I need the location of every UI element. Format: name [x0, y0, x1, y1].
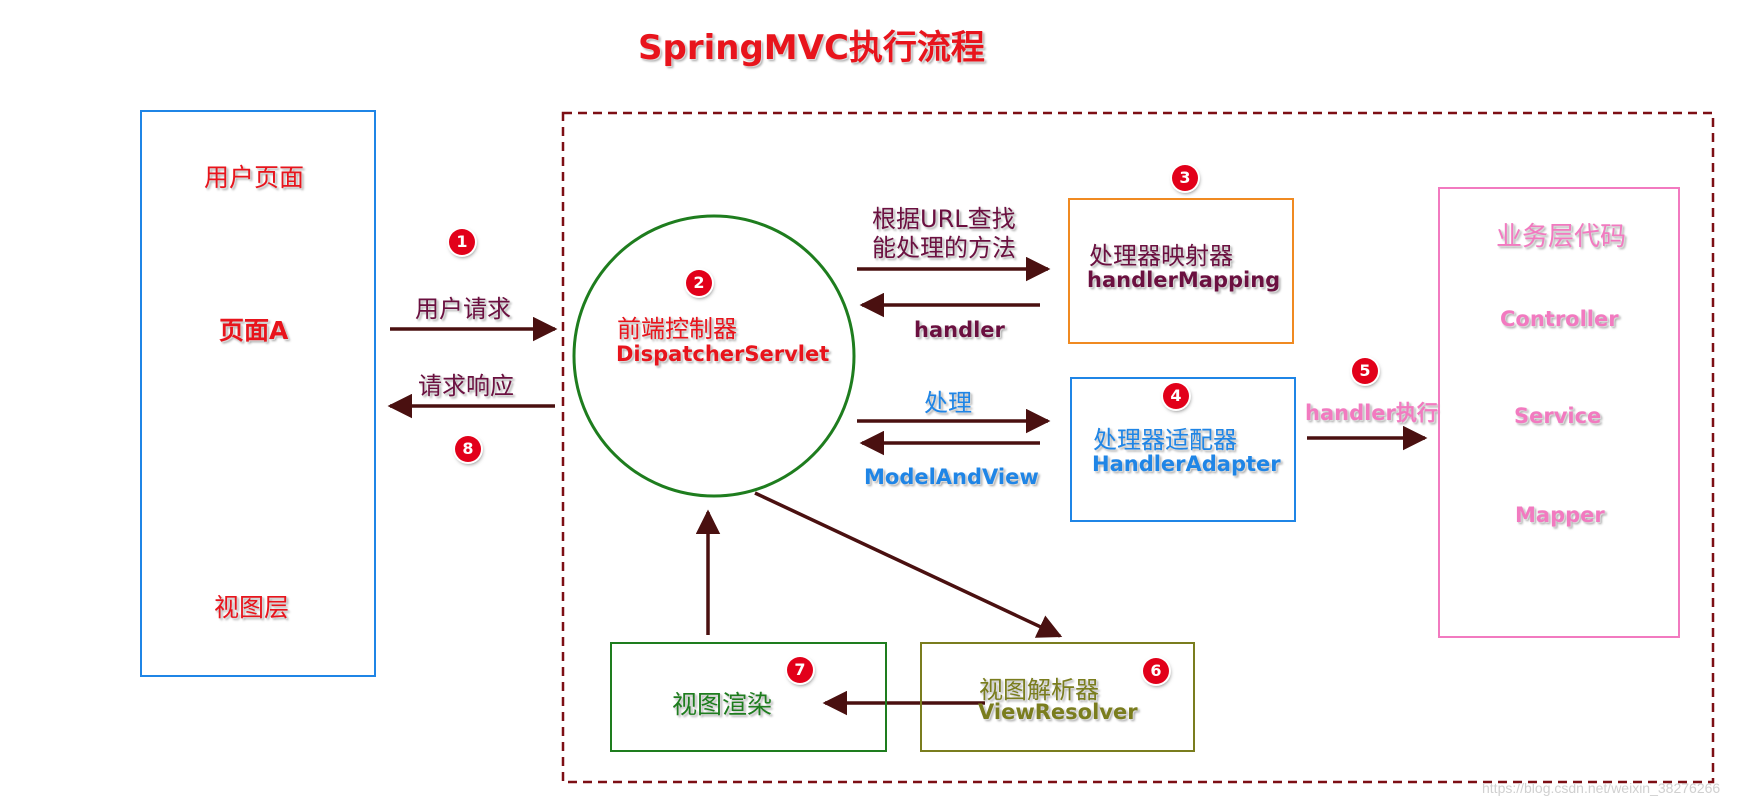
- business-layer-box: [1438, 187, 1680, 638]
- dispatcher-circle: [572, 214, 856, 498]
- view-render-box: [610, 642, 887, 752]
- find-method-label-1: 根据URL查找: [872, 205, 1016, 233]
- find-method-label-2: 能处理的方法: [872, 234, 1016, 262]
- handler-mapping-label-cn: 处理器映射器: [1089, 242, 1233, 270]
- handler-return-label: handler: [914, 318, 1005, 342]
- dispatcher-label-en: DispatcherServlet: [616, 342, 830, 366]
- view-render-label: 视图渲染: [672, 690, 773, 719]
- handler-mapping-box: [1068, 198, 1294, 344]
- view-resolver-box: [920, 642, 1195, 752]
- user-request-label: 用户请求: [415, 295, 511, 323]
- step-badge-6: 6: [1143, 658, 1169, 684]
- page-a-label: 页面A: [219, 316, 289, 345]
- view-resolver-label-en: ViewResolver: [978, 700, 1138, 724]
- step-badge-3: 3: [1172, 165, 1198, 191]
- business-layer-title: 业务层代码: [1496, 222, 1627, 252]
- user-page-label: 用户页面: [204, 163, 305, 192]
- handler-adapter-box: [1070, 377, 1296, 522]
- arrow-to-resolver: [754, 491, 1063, 638]
- handler-adapter-label-cn: 处理器适配器: [1093, 426, 1237, 454]
- step-badge-8: 8: [455, 436, 481, 462]
- handler-execute-label: handler执行: [1305, 401, 1438, 425]
- model-and-view-label: ModelAndView: [864, 465, 1039, 489]
- business-item-controller: Controller: [1500, 307, 1619, 331]
- framework-container: [561, 111, 1715, 784]
- view-layer-label: 视图层: [214, 593, 290, 622]
- view-resolver-label-cn: 视图解析器: [979, 676, 1099, 704]
- business-item-service: Service: [1514, 404, 1602, 428]
- handler-adapter-label-en: HandlerAdapter: [1092, 452, 1281, 476]
- step-badge-2: 2: [686, 270, 712, 296]
- user-layer-box: [140, 110, 376, 677]
- response-label: 请求响应: [418, 372, 514, 400]
- handler-mapping-label-en: handlerMapping: [1087, 268, 1281, 292]
- process-label: 处理: [924, 389, 972, 417]
- business-item-mapper: Mapper: [1515, 503, 1605, 527]
- step-badge-5: 5: [1352, 358, 1378, 384]
- step-badge-1: 1: [449, 229, 475, 255]
- page-title: SpringMVC执行流程: [638, 28, 985, 68]
- step-badge-7: 7: [787, 657, 813, 683]
- dispatcher-label-cn: 前端控制器: [617, 315, 737, 343]
- watermark: https://blog.csdn.net/weixin_38276266: [1482, 780, 1721, 796]
- step-badge-4: 4: [1163, 383, 1189, 409]
